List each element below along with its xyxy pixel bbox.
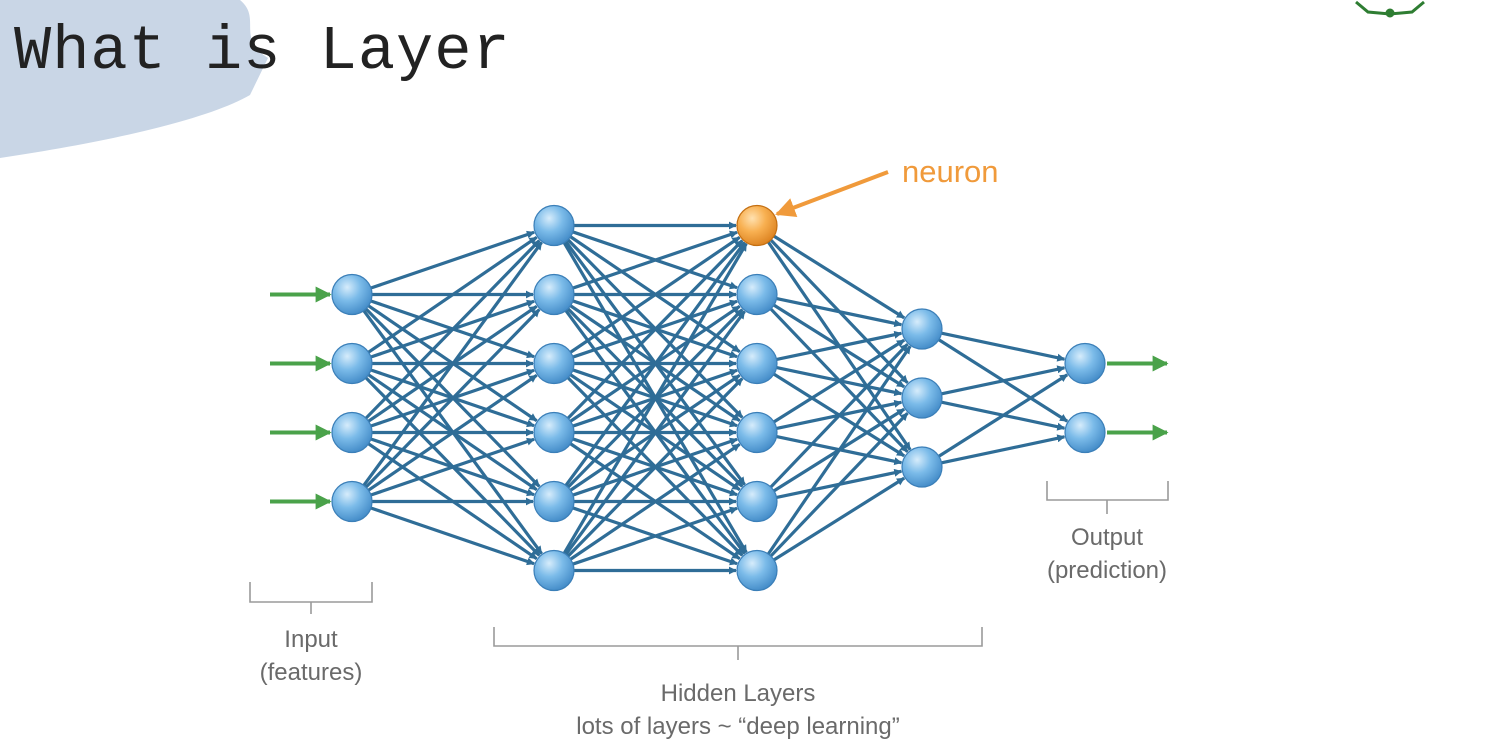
neuron-label: neuron [902,154,999,189]
neuron-l2-n1 [736,273,778,316]
neuron-l0-n2 [331,411,373,454]
connections [362,221,1069,575]
connection-l2-n5-to-n0 [766,345,912,555]
connection-l2-n0-to-n0 [773,234,906,320]
connection-l0-n2-to-n0 [364,239,541,420]
connection-l1-n5-to-n3 [569,442,741,561]
hidden-layers-caption-line2: lots of layers ~ “deep learning” [576,713,900,740]
connection-l1-n1-to-n0 [572,230,738,290]
connection-l0-n3-to-n5 [370,506,535,566]
neuron-l2-n3 [736,411,778,454]
neuron-l2-n2 [736,342,778,385]
neuron-l1-n1 [533,273,575,316]
neuron-l1-n3 [533,411,575,454]
neuron-l2-n5 [736,549,778,592]
connection-l0-n3-to-n2 [367,374,538,492]
hidden-layers-caption-line1: Hidden Layers [660,680,816,707]
banner-shape [0,0,268,158]
neuron-l0-n0 [331,273,373,316]
neuron-l0-n3 [331,480,373,523]
connection-l2-n1-to-n0 [776,297,903,328]
connection-l2-n2-to-n0 [776,330,903,361]
connection-l1-n5-to-n4 [572,506,738,566]
connection-l3-n2-to-n0 [938,373,1069,458]
connection-l0-n0-to-n0 [370,230,535,290]
output-caption-line2: (prediction) [1046,557,1168,584]
nodes [331,204,1106,592]
input-caption-line1: Input [284,626,338,653]
input-caption: Input (features) [246,623,376,689]
connection-l0-n1-to-n0 [367,236,538,354]
neuron-l1-n4 [533,480,575,523]
neuron-l1-n2 [533,342,575,385]
connection-l2-n5-to-n1 [769,412,909,558]
connection-l1-n2-to-n0 [569,235,741,354]
connection-l1-n4-to-n0 [564,241,746,487]
neuron-l4-n1 [1064,411,1106,454]
connection-l1-n3-to-n0 [566,239,744,420]
connection-l1-n5-to-n0 [562,242,748,555]
neuron-l3-n2 [901,446,943,488]
slide-title: What is Layer [14,16,511,87]
neuron-l3-n1 [901,377,943,419]
connection-l2-n3-to-n0 [773,338,906,424]
neuron-l0-n1 [331,342,373,385]
brackets [249,481,1169,660]
neuron-l4-n0 [1064,342,1106,385]
connection-l0-n3-to-n0 [362,241,543,487]
highlighted-neuron [736,204,778,247]
neuron-l1-n5 [533,549,575,592]
neuron-pointer-arrow [775,170,889,217]
output-caption-line1: Output [1070,524,1144,551]
hidden-layers-bracket [493,627,983,660]
connection-l0-n3-to-n3 [370,437,535,497]
connection-l2-n4-to-n0 [769,343,909,489]
output-caption: Output (prediction) [1027,521,1187,587]
connection-l1-n5-to-n2 [566,377,744,558]
hidden-layers-caption: Hidden Layers lots of layers ~ “deep lea… [538,677,938,743]
input-caption-line2: (features) [259,659,363,686]
logo-icon [1355,0,1425,18]
connection-l3-n2-to-n1 [941,434,1066,465]
input-bracket [249,582,373,614]
connection-l3-n0-to-n0 [941,331,1066,362]
neuron-l3-n0 [901,308,943,350]
neuron-l1-n0 [533,204,575,247]
connection-l1-n5-to-n1 [564,310,746,556]
connection-l2-n5-to-n2 [773,476,906,562]
io-arrows [270,286,1169,510]
connection-l0-n3-to-n1 [364,308,541,489]
output-bracket [1046,481,1169,514]
neuron-l2-n4 [736,480,778,523]
connection-l3-n1-to-n0 [941,365,1066,396]
